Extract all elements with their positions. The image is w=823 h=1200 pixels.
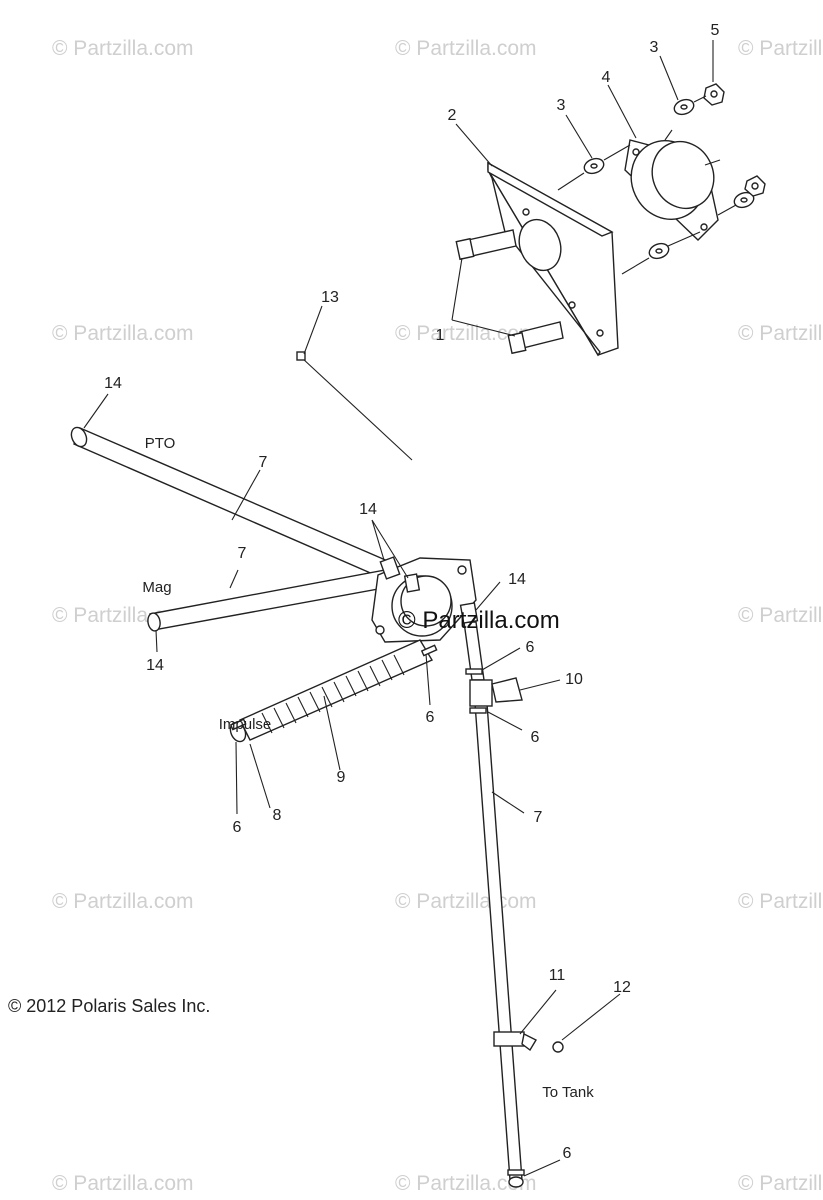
- watermark-grid: © Partzilla.com © Partzilla.com © Partzi…: [52, 37, 823, 1195]
- watermark: © Partzilla.com: [52, 890, 194, 913]
- callout-3: 3: [650, 39, 659, 56]
- callout-7: 7: [238, 545, 247, 562]
- callout-13: 13: [321, 289, 339, 306]
- copyright-notice: © 2012 Polaris Sales Inc.: [8, 996, 210, 1016]
- callout-11: 11: [549, 967, 566, 984]
- label-pto: PTO: [145, 435, 176, 452]
- callout-8: 8: [273, 807, 282, 824]
- assembly-guide-lines: [557, 95, 737, 275]
- callout-numbers: 1 2 3 3 4 5 6 6 6 6 6 7 7 7 8 9 10 11 12…: [104, 22, 719, 1162]
- watermark: © Partzilla.com: [738, 890, 823, 913]
- watermark: © Partzilla.com: [738, 1172, 823, 1195]
- watermark: © Partzilla.com: [738, 37, 823, 60]
- watermark: © Partzilla.com: [395, 37, 537, 60]
- callout-7: 7: [259, 454, 268, 471]
- callout-6: 6: [233, 819, 242, 836]
- washer-mid: [583, 157, 605, 175]
- callout-4: 4: [602, 69, 611, 86]
- watermark: © Partzilla.com: [738, 604, 823, 627]
- callout-14: 14: [359, 501, 377, 518]
- leader-lines: [83, 40, 714, 1177]
- nut-right: [744, 175, 766, 197]
- fuel-pump-upper: [624, 129, 721, 241]
- callout-9: 9: [337, 769, 346, 786]
- washer-top: [673, 98, 695, 116]
- label-to-tank: To Tank: [542, 1084, 594, 1101]
- callout-6: 6: [563, 1145, 572, 1162]
- callout-14: 14: [146, 657, 164, 674]
- callout-6: 6: [526, 639, 535, 656]
- watermark: © Partzilla.com: [52, 1172, 194, 1195]
- hose-tags: PTO Mag Impulse To Tank: [142, 435, 594, 1101]
- callout-14: 14: [508, 571, 526, 588]
- clamps: [229, 644, 525, 1176]
- label-mag: Mag: [142, 579, 171, 596]
- watermark: © Partzilla.com: [738, 322, 823, 345]
- watermark: © Partzilla.com: [52, 322, 194, 345]
- watermark: © Partzilla.com: [395, 1172, 537, 1195]
- callout-2: 2: [448, 107, 457, 124]
- hose-mag: [147, 569, 390, 632]
- cable-tie: [296, 351, 413, 461]
- center-watermark: © Partzilla.com: [398, 607, 560, 634]
- callout-6: 6: [531, 729, 540, 746]
- clip-screw: [552, 1041, 564, 1053]
- bolt-lower: [507, 321, 564, 355]
- callout-6: 6: [426, 709, 435, 726]
- label-impulse: Impulse: [219, 716, 272, 733]
- bolt-upper: [455, 229, 517, 261]
- nut-top: [703, 83, 725, 106]
- watermark: © Partzilla.com: [395, 890, 537, 913]
- callout-10: 10: [565, 671, 583, 688]
- hose-clip: [493, 1031, 537, 1052]
- callout-14: 14: [104, 375, 122, 392]
- mounting-bracket: [487, 161, 619, 357]
- callout-5: 5: [711, 22, 720, 39]
- fittings: [379, 556, 479, 624]
- hose-pto: [70, 426, 391, 579]
- shutoff-valve: [469, 677, 523, 707]
- callout-7: 7: [534, 809, 543, 826]
- watermark: © Partzilla.com: [395, 322, 537, 345]
- watermark: © Partzilla.com: [52, 37, 194, 60]
- callout-12: 12: [613, 979, 631, 996]
- washer-lower: [648, 242, 670, 260]
- callout-1: 1: [436, 327, 445, 344]
- callout-3: 3: [557, 97, 566, 114]
